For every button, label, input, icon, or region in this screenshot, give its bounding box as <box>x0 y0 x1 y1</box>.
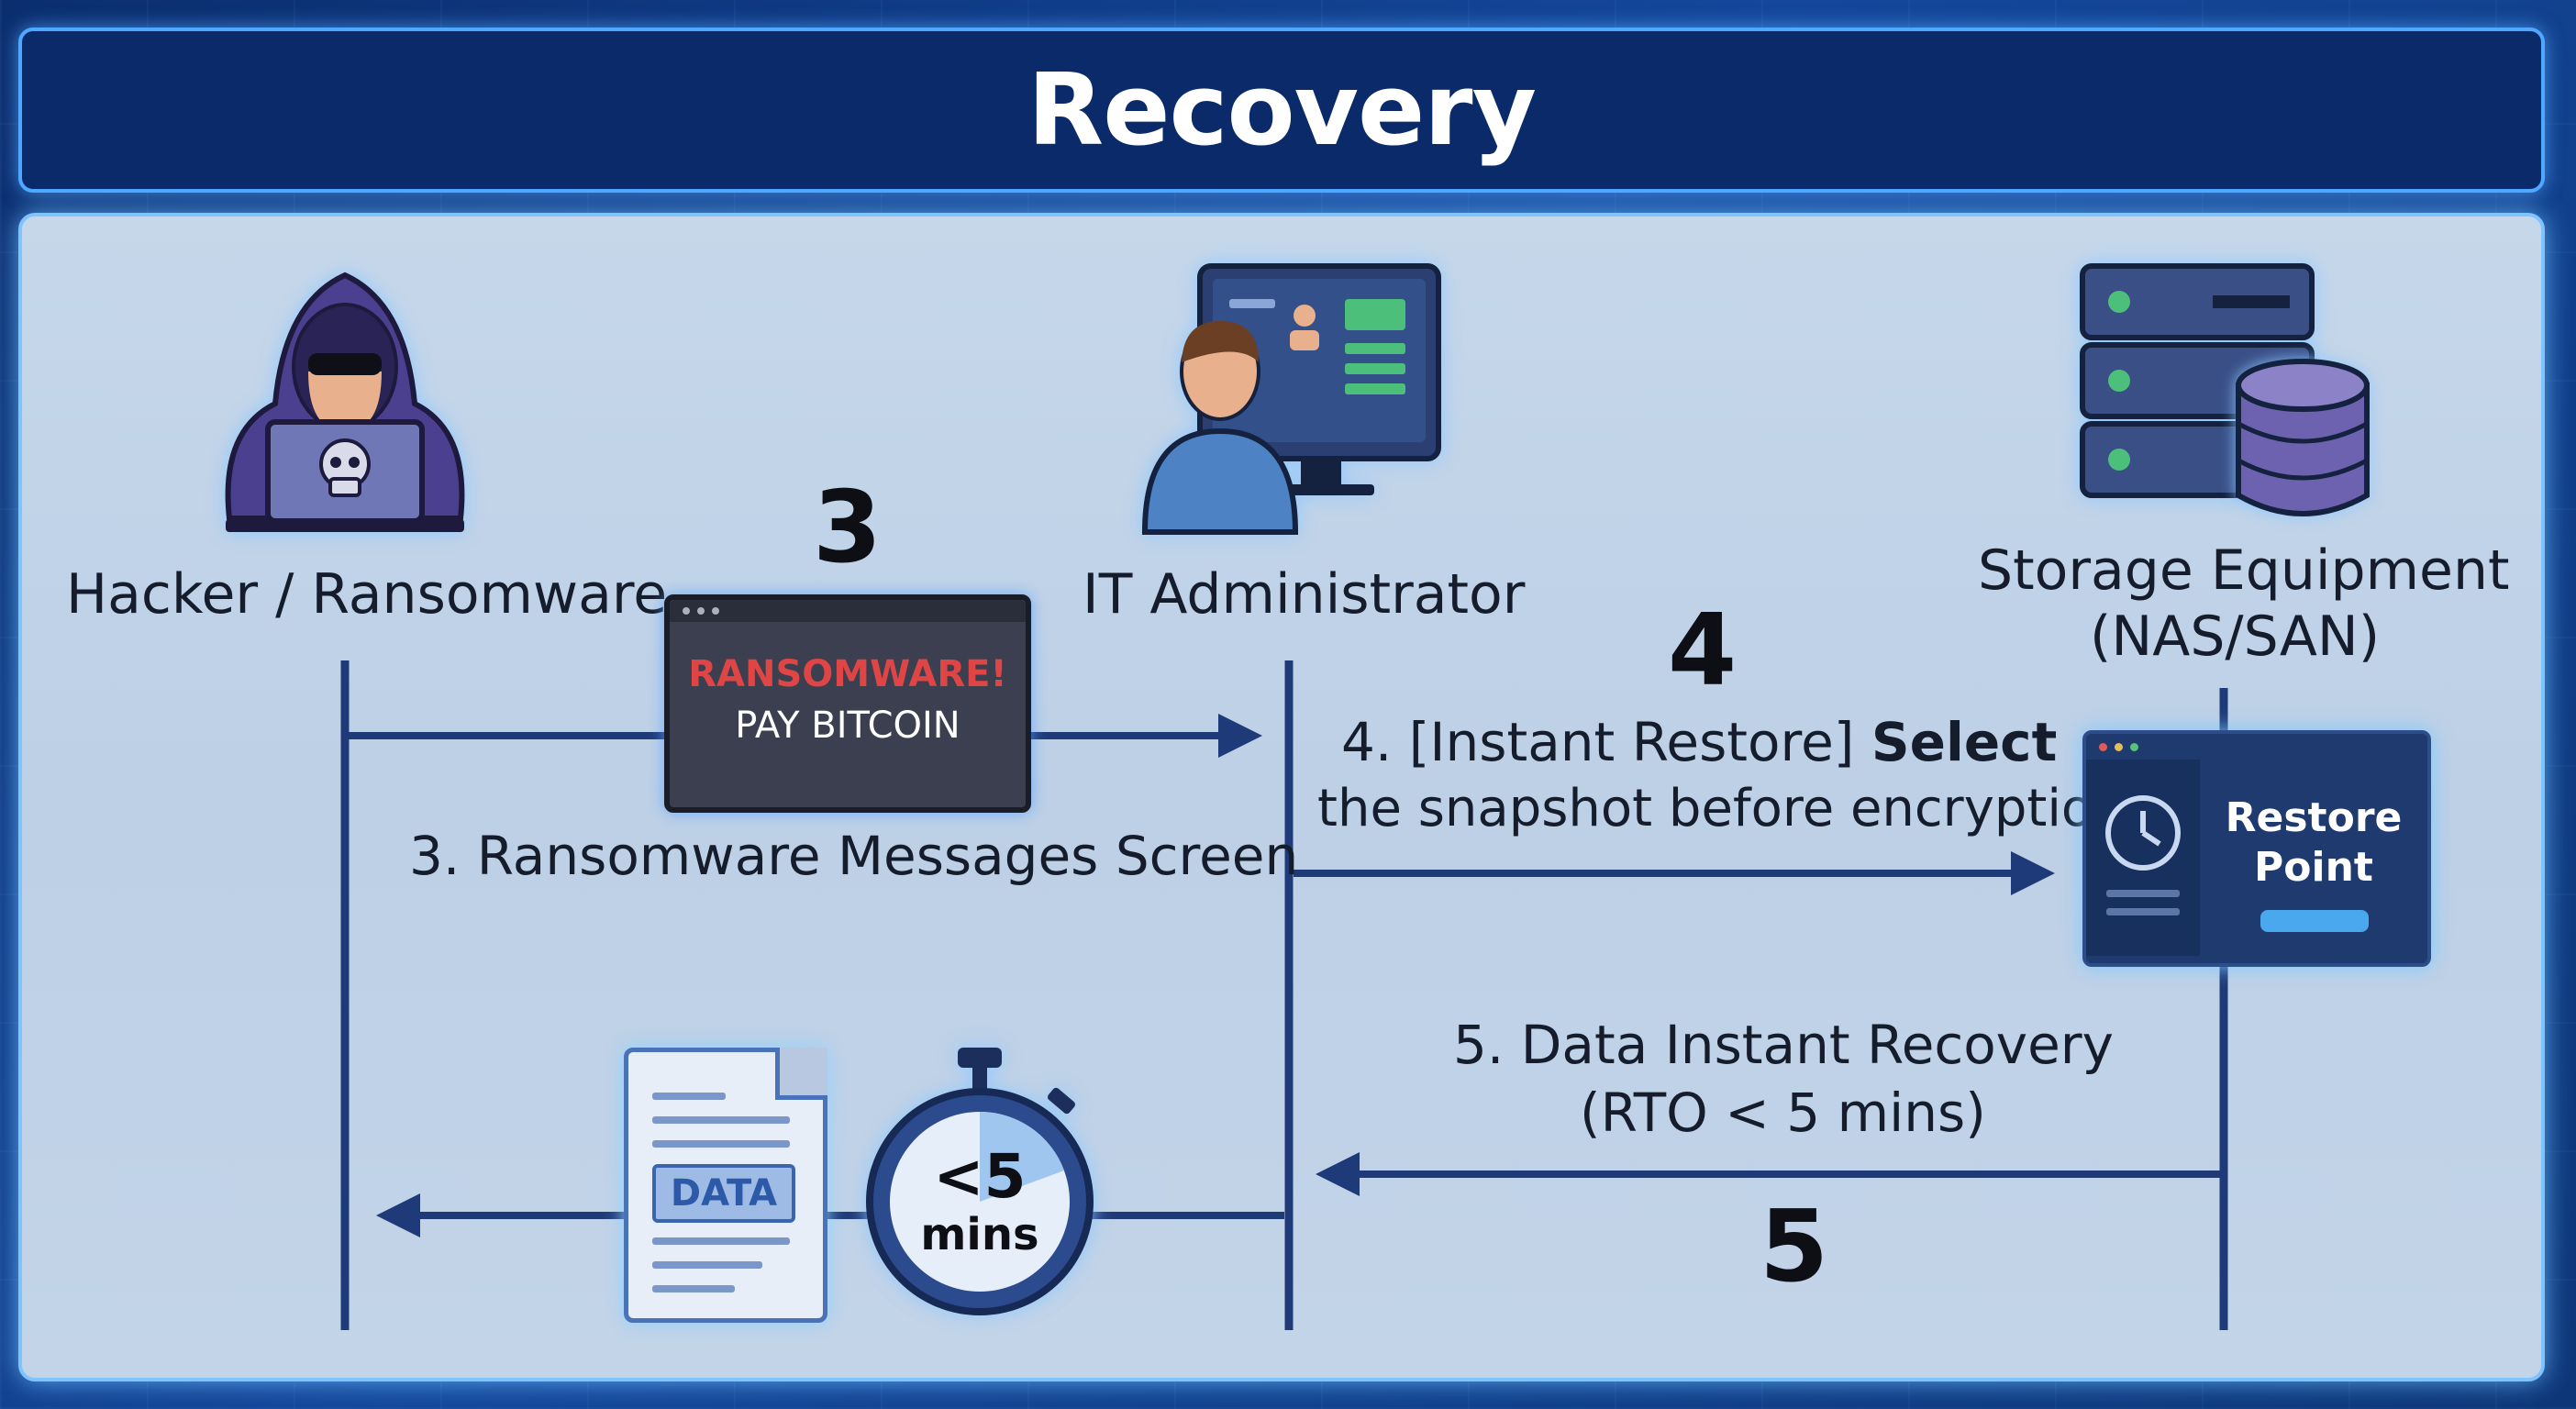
ransomware-alert-text: RANSOMWARE! <box>688 653 1007 695</box>
step5-label-line1: 5. Data Instant Recovery <box>1453 1014 2114 1076</box>
step4-number: 4 <box>1668 594 1738 708</box>
step5-number: 5 <box>1760 1190 1829 1304</box>
restore-point-window: Restore Point <box>2082 730 2431 967</box>
document-icon: DATA <box>624 1048 827 1323</box>
restore-label-line1: Restore <box>2225 794 2403 841</box>
actor-hacker-label: Hacker / Ransomware <box>66 562 668 627</box>
step4-label-line1: 4. [Instant Restore] Select <box>1341 712 2057 773</box>
timer-label-line2: mins <box>920 1209 1039 1260</box>
actor-storage-label-line1: Storage Equipment <box>1978 538 2510 603</box>
restore-label-line2: Point <box>2254 844 2373 891</box>
step3-label: 3. Ransomware Messages Screen <box>409 825 1299 887</box>
restore-panel-graphics <box>2086 760 2369 956</box>
step5-label-line2: (RTO < 5 mins) <box>1580 1082 1986 1144</box>
pay-bitcoin-text: PAY BITCOIN <box>735 704 960 747</box>
step4-label-line2: the snapshot before encryption <box>1317 779 2126 838</box>
step4-label-bold: Select <box>1871 711 2058 773</box>
data-doc-label: DATA <box>652 1164 795 1223</box>
timer-label-line1: <5 <box>933 1141 1027 1212</box>
title-bar: Recovery <box>18 28 2545 193</box>
clock-icon <box>2105 795 2181 871</box>
actor-admin-label: IT Administrator <box>1083 562 1526 627</box>
page-title: Recovery <box>1027 52 1537 168</box>
actor-storage-label-line2: (NAS/SAN) <box>2090 605 2381 669</box>
step3-number: 3 <box>813 471 883 585</box>
step4-label-part1: 4. [Instant Restore] <box>1341 711 1871 773</box>
ransomware-screen: RANSOMWARE! PAY BITCOIN <box>664 594 1031 813</box>
